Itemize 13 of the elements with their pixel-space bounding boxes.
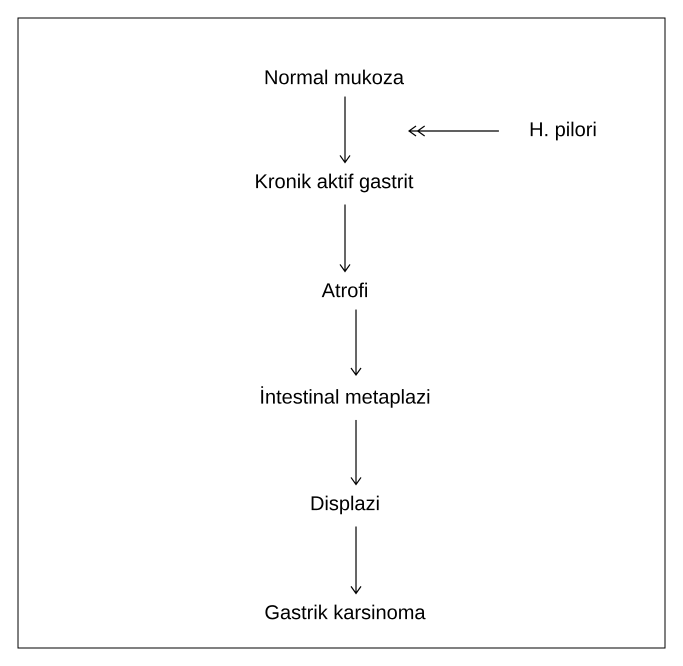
arrow <box>340 204 350 272</box>
stage-label: Kronik aktif gastrit <box>256 174 414 192</box>
arrow <box>408 126 499 136</box>
stage-label: Displazi <box>312 496 379 514</box>
stage-label: Atrofi <box>322 282 367 298</box>
arrow <box>340 96 350 164</box>
stage-label: Normal mukoza <box>266 70 404 84</box>
arrow <box>350 526 362 594</box>
stage-label: İntestinal metaplazi <box>261 386 430 408</box>
arrow <box>350 310 362 376</box>
arrow <box>350 420 362 486</box>
stage-label: Gastrik karsinoma <box>265 604 426 620</box>
stage-label: H. pilori <box>530 122 596 140</box>
